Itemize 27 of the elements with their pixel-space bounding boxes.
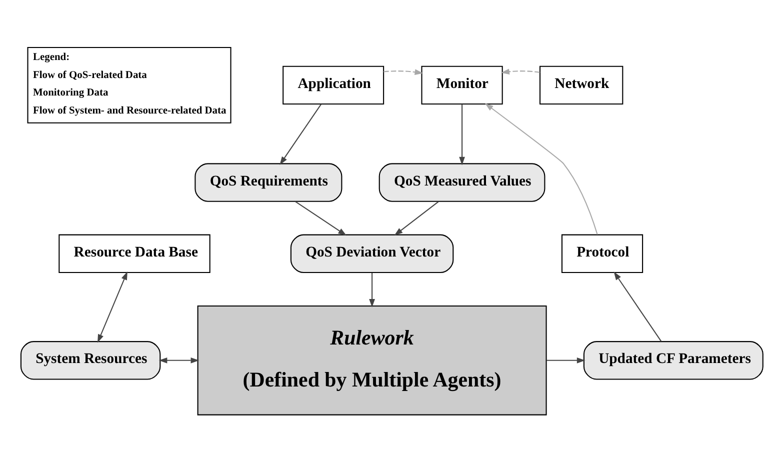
node-box: Network bbox=[539, 66, 624, 105]
arrow bbox=[98, 271, 128, 343]
arrow bbox=[158, 357, 200, 364]
node-box: Updated CF Parameters bbox=[583, 341, 764, 380]
legend-label: Flow of System- and Resource-related Data bbox=[32, 105, 226, 116]
arrow bbox=[295, 201, 347, 236]
arrow bbox=[280, 104, 322, 165]
node-box: QoS Requirements bbox=[194, 163, 342, 202]
arrow bbox=[394, 201, 439, 236]
node-box: Resource Data Base bbox=[58, 234, 210, 274]
arrow bbox=[459, 104, 465, 166]
node-box: Monitor bbox=[421, 66, 503, 105]
node-box: Application bbox=[282, 66, 384, 105]
arrow bbox=[501, 68, 540, 75]
legend-label: Monitoring Data bbox=[32, 88, 108, 99]
arrow bbox=[484, 103, 598, 235]
legend-label: Flow of QoS-related Data bbox=[32, 70, 147, 81]
label: Legend: bbox=[32, 52, 70, 64]
arrow bbox=[614, 272, 662, 342]
node-box: Rulework (Defined by Multiple Agents) bbox=[197, 305, 547, 416]
arrow bbox=[384, 69, 424, 75]
node-box: Protocol bbox=[561, 234, 644, 274]
node-box: System Resources bbox=[20, 341, 161, 380]
node-box: QoS Deviation Vector bbox=[290, 234, 454, 274]
arrow bbox=[369, 272, 375, 308]
arrow bbox=[546, 357, 586, 364]
node-box: QoS Measured Values bbox=[378, 163, 546, 202]
